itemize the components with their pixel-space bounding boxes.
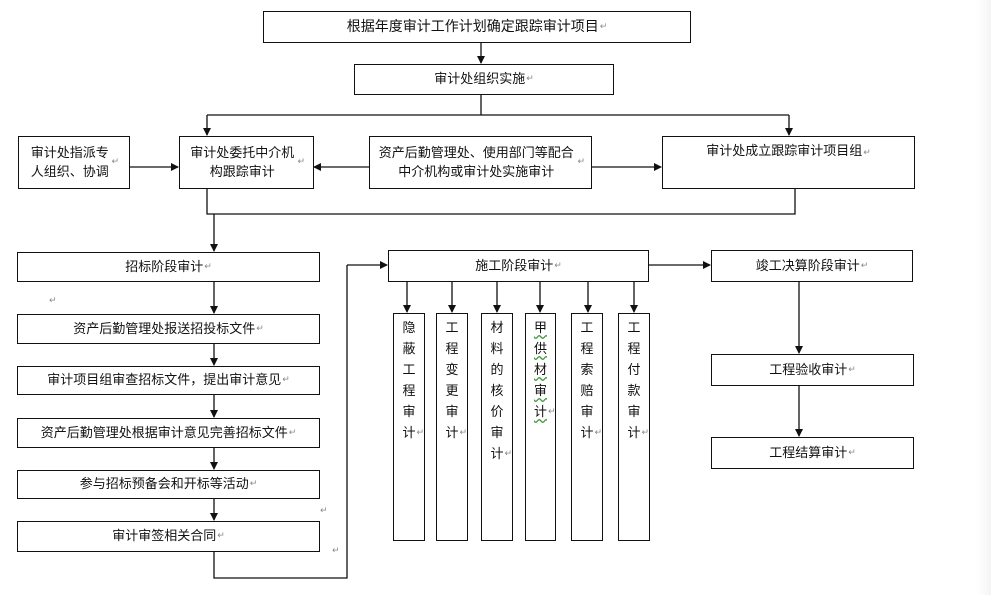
bidding-stage-label: 招标阶段审计 <box>125 259 204 275</box>
box-annual-plan-label: 根据年度审计工作计划确定跟踪审计项目 <box>346 18 599 35</box>
paragraph-mark-icon: ↵ <box>860 260 869 271</box>
box-annual-plan: 根据年度审计工作计划确定跟踪审计项目↵ <box>263 11 691 43</box>
box-completion-stage: 竣工决算阶段审计↵ <box>711 250 913 282</box>
paragraph-mark-icon: ↵ <box>204 261 212 272</box>
box-entrust-label: 审计处委托中介机构跟踪审计 <box>190 145 295 180</box>
bidding-step-label: 审计审签相关合同 <box>112 529 217 544</box>
box-cooperate: 资产后勤管理处、使用部门等配合中介机构或审计处实施审计↵ <box>369 136 592 189</box>
construction-item-label: 工程付款审计↵ <box>627 318 649 444</box>
paragraph-mark-icon: ↵ <box>49 296 57 306</box>
box-bidding-step-4: 参与招标预备会和开标等活动↵ <box>17 470 320 499</box>
construction-item-label: 工程索赔审计↵ <box>580 318 602 444</box>
paragraph-mark-icon: ↵ <box>548 407 556 417</box>
paragraph-mark-icon: ↵ <box>288 427 297 438</box>
box-assign-label: 审计处指派专人组织、协调 <box>30 145 109 180</box>
paragraph-mark-icon: ↵ <box>848 364 856 375</box>
completion-step-label: 工程结算审计 <box>769 445 848 461</box>
box-cooperate-label: 资产后勤管理处、使用部门等配合中介机构或审计处实施审计 <box>378 145 574 180</box>
paragraph-mark-icon: ↵ <box>526 74 534 84</box>
paragraph-mark-icon: ↵ <box>594 428 603 438</box>
paragraph-mark-icon: ↵ <box>249 479 258 489</box>
box-bidding-step-3: 资产后勤管理处根据审计意见完善招标文件↵ <box>17 418 320 448</box>
paragraph-mark-icon: ↵ <box>848 447 856 458</box>
bidding-step-label: 审计项目组审查招标文件，提出审计意见 <box>47 373 282 388</box>
paragraph-mark-icon: ↵ <box>641 428 650 438</box>
box-bidding-step-1: 资产后勤管理处报送招投标文件↵ <box>17 314 320 344</box>
box-construction-item-2: 工程变更审计↵ <box>436 313 468 541</box>
box-team: 审计处成立跟踪审计项目组↵ <box>662 136 915 189</box>
paragraph-mark-icon: ↵ <box>577 157 585 167</box>
construction-item-label: 隐蔽工程审计↵ <box>402 318 424 444</box>
bidding-step-label: 资产后勤管理处报送招投标文件 <box>73 321 256 337</box>
paragraph-mark-icon: ↵ <box>320 506 328 516</box>
bidding-step-label: 资产后勤管理处根据审计意见完善招标文件 <box>40 425 288 441</box>
paragraph-mark-icon: ↵ <box>459 428 468 438</box>
paragraph-mark-icon: ↵ <box>554 260 562 271</box>
box-construction-item-4: 甲供材审计↵ <box>525 313 556 541</box>
box-settlement-audit: 工程结算审计↵ <box>711 437 914 469</box>
paragraph-mark-icon: ↵ <box>863 148 871 158</box>
bidding-step-label: 参与招标预备会和开标等活动 <box>79 477 249 492</box>
box-acceptance-audit: 工程验收审计↵ <box>711 354 914 386</box>
box-construction-item-1: 隐蔽工程审计↵ <box>393 313 425 541</box>
paragraph-mark-icon: ↵ <box>504 449 513 459</box>
page-edge <box>977 0 991 595</box>
box-construction-item-6: 工程付款审计↵ <box>618 313 650 541</box>
paragraph-mark-icon: ↵ <box>416 428 425 438</box>
box-entrust: 审计处委托中介机构跟踪审计↵ <box>179 136 314 189</box>
paragraph-mark-icon: ↵ <box>111 157 119 167</box>
paragraph-mark-icon: ↵ <box>282 375 290 385</box>
box-organize: 审计处组织实施↵ <box>354 64 614 95</box>
paragraph-mark-icon: ↵ <box>599 21 608 32</box>
box-bidding-step-2: 审计项目组审查招标文件，提出审计意见↵ <box>17 366 320 395</box>
box-construction-item-5: 工程索赔审计↵ <box>571 313 603 541</box>
paragraph-mark-icon: ↵ <box>217 531 225 541</box>
box-construction-item-3: 材料的核价审计↵ <box>481 313 513 541</box>
completion-step-label: 工程验收审计 <box>769 362 848 378</box>
paragraph-mark-icon: ↵ <box>297 157 305 167</box>
construction-stage-label: 施工阶段审计 <box>475 258 554 274</box>
box-construction-stage: 施工阶段审计↵ <box>388 250 649 282</box>
box-bidding-stage: 招标阶段审计↵ <box>17 252 320 282</box>
construction-item-label: 工程变更审计↵ <box>445 318 467 444</box>
box-assign: 审计处指派专人组织、协调↵ <box>18 136 130 189</box>
box-team-label: 审计处成立跟踪审计项目组 <box>706 144 863 159</box>
box-organize-label: 审计处组织实施 <box>434 72 526 87</box>
paragraph-mark-icon: ↵ <box>256 323 264 334</box>
line-contract-to-construction <box>213 265 348 579</box>
completion-stage-label: 竣工决算阶段审计 <box>755 258 860 274</box>
box-bidding-step-5: 审计审签相关合同↵ <box>17 521 320 552</box>
construction-item-label: 甲供材审计↵ <box>534 318 556 423</box>
paragraph-mark-icon: ↵ <box>332 546 340 556</box>
line-merge <box>206 188 796 215</box>
construction-item-label: 材料的核价审计↵ <box>490 318 512 465</box>
